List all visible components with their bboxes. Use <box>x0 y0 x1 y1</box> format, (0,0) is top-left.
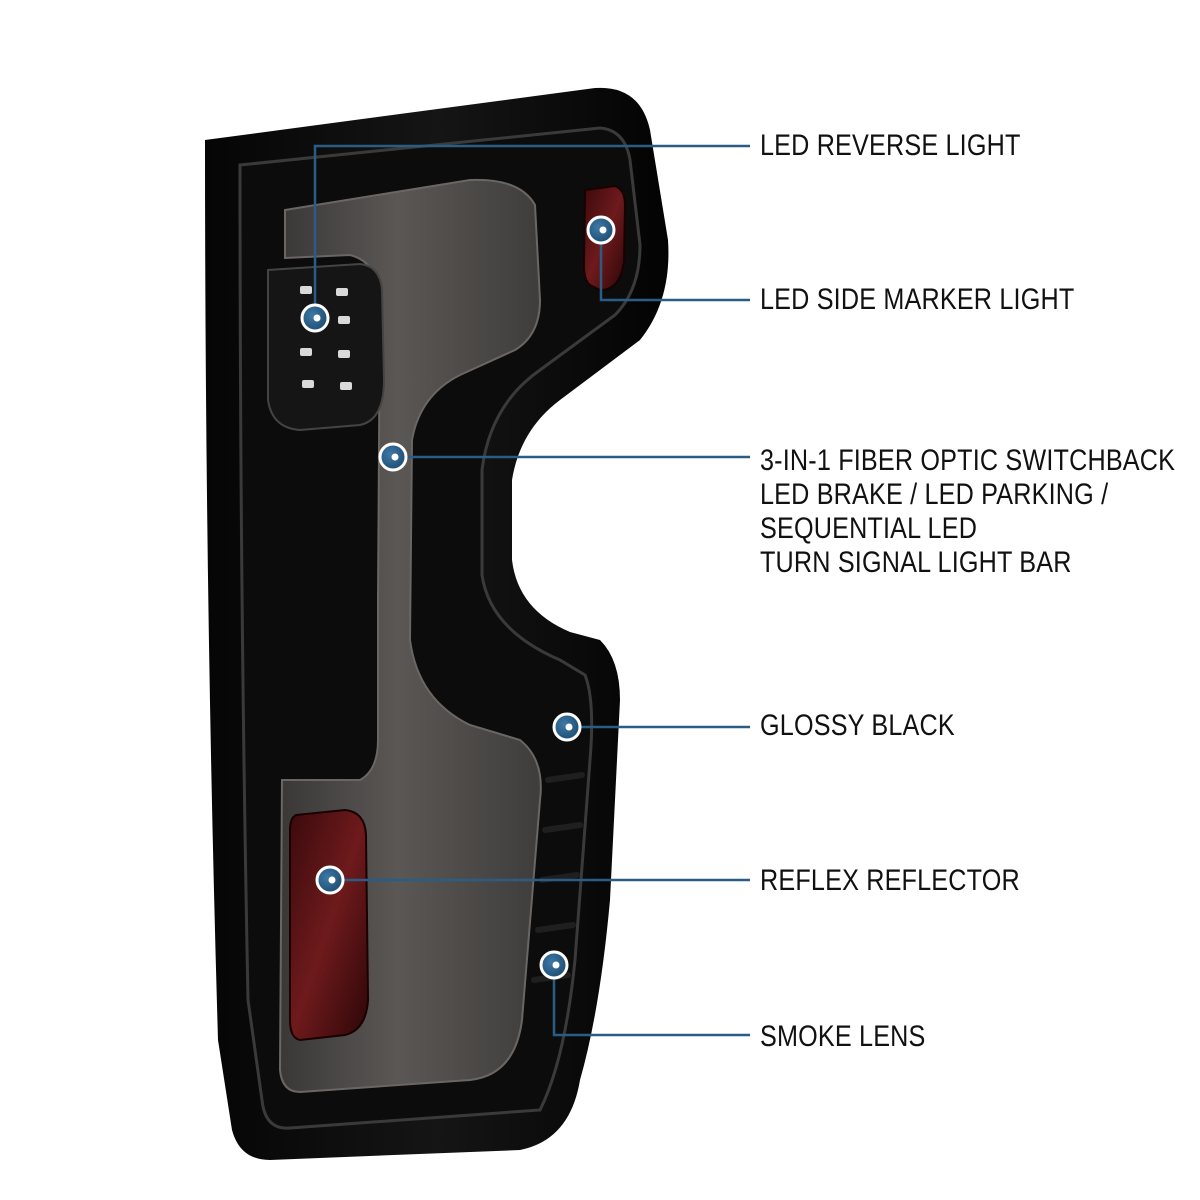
label-fiber-optic-light-bar: 3-IN-1 FIBER OPTIC SWITCHBACK LED BRAKE … <box>760 444 1175 580</box>
dot-glossy-black <box>552 712 582 742</box>
label-reflex-reflector: REFLEX REFLECTOR <box>760 864 1020 898</box>
label-line: REFLEX REFLECTOR <box>760 864 1020 897</box>
label-line: LED SIDE MARKER LIGHT <box>760 283 1075 316</box>
reverse-light-module <box>267 262 386 432</box>
label-line: GLOSSY BLACK <box>760 709 955 742</box>
label-led-side-marker-light: LED SIDE MARKER LIGHT <box>760 283 1074 317</box>
dot-fiber-optic-light-bar <box>378 442 408 472</box>
dot-led-reverse-light <box>300 303 330 333</box>
label-line: SMOKE LENS <box>760 1020 926 1053</box>
dot-led-side-marker-light <box>586 215 616 245</box>
label-smoke-lens: SMOKE LENS <box>760 1020 926 1054</box>
dot-smoke-lens <box>539 950 569 980</box>
label-line: 3-IN-1 FIBER OPTIC SWITCHBACK <box>760 444 1176 477</box>
leader-lines <box>313 144 750 1037</box>
label-line: SEQUENTIAL LED <box>760 512 978 545</box>
callout-dots <box>300 215 616 980</box>
reverse-light-leds <box>300 286 352 390</box>
leader-led-reverse-light <box>313 144 750 318</box>
leader-smoke-lens <box>552 965 750 1037</box>
label-line: LED REVERSE LIGHT <box>760 129 1021 162</box>
label-glossy-black: GLOSSY BLACK <box>760 709 955 743</box>
label-line: TURN SIGNAL LIGHT BAR <box>760 546 1072 579</box>
label-led-reverse-light: LED REVERSE LIGHT <box>760 129 1021 163</box>
label-line: LED BRAKE / LED PARKING / <box>760 478 1109 511</box>
reflex-reflector-lens <box>289 808 370 1042</box>
dot-reflex-reflector <box>315 865 345 895</box>
leader-led-side-marker-light <box>599 230 750 302</box>
